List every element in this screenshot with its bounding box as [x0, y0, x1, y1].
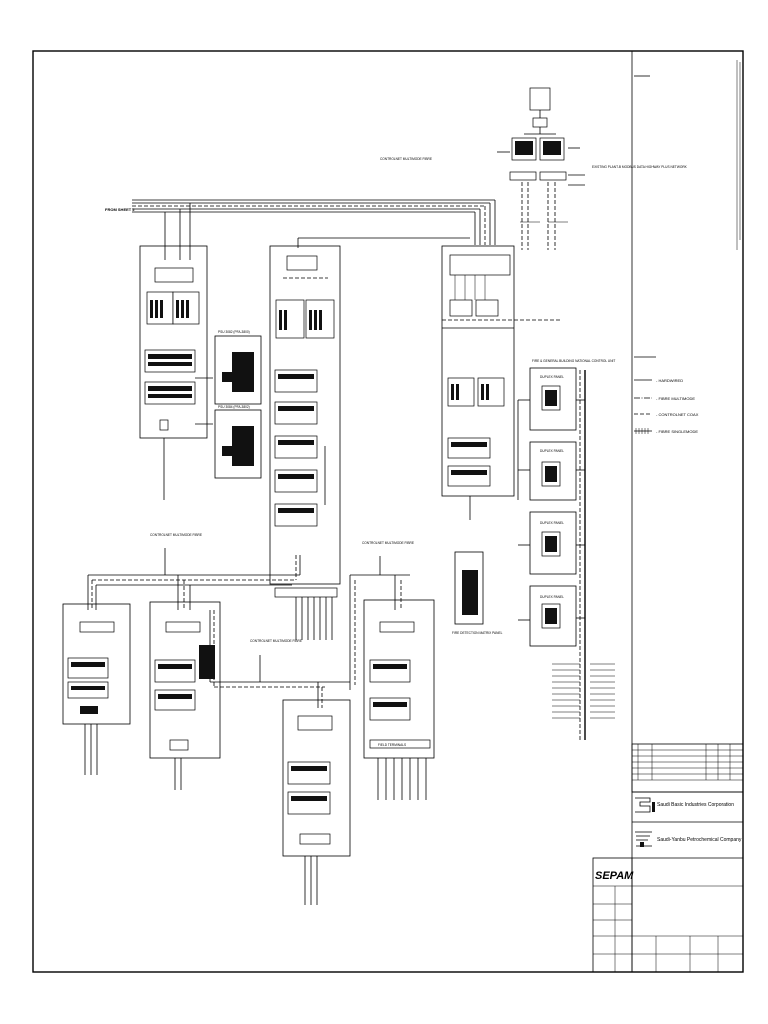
cabinet-7 [363, 599, 435, 800]
io-list [552, 663, 615, 719]
label-duplex-3: DUPLEX PANEL [540, 521, 564, 525]
main-network-bus [132, 182, 568, 250]
cabinet-3 [441, 245, 560, 520]
label-existing-plant: EXISTING PLANT-B MODBUS DATA HIGHWAY PLU… [592, 165, 688, 169]
legend-hardwired: - HARDWIRED [656, 378, 683, 383]
duplex-panels [517, 367, 586, 740]
legend-fibre-singlemode: - FIBRE SINGLEMODE [656, 429, 698, 434]
cabinet-1 [139, 245, 213, 500]
company-yanpet: Saudi-Yanbu Petrochemical Company [657, 837, 742, 843]
cabinet-6 [282, 699, 351, 905]
label-duplex-4: DUPLEX PANEL [540, 595, 564, 599]
label-controlnet-mid: CONTROLNET MULTIMODE FIBRE [150, 533, 202, 537]
cabinet-4 [62, 603, 131, 775]
label-from-sheet: FROM SHEET 2 [105, 207, 135, 212]
label-duplex-2: DUPLEX PANEL [540, 449, 564, 453]
label-psu-b: PSU 3084 (PFA-3802) [218, 405, 250, 409]
label-fire-panel: FIRE & GENERAL BUILDING NATIONAL CONTROL… [532, 359, 615, 363]
fire-matrix-panel [454, 551, 484, 625]
label-psu-a: PSU 3082 (PFA-3800) [218, 330, 250, 334]
label-duplex-1: DUPLEX PANEL [540, 375, 564, 379]
label-controlnet-top: CONTROLNET MULTIMODE FIBRE [380, 157, 432, 161]
label-controlnet-right: CONTROLNET MULTIMODE FIBRE [362, 541, 414, 545]
sepam-brand: SEPAM [595, 870, 634, 882]
label-fire-matrix: FIRE DETECTION MATRIX PANEL [452, 631, 503, 635]
company-sabic: Saudi Basic Industries Corporation [657, 802, 734, 808]
sheet-border [32, 50, 744, 973]
legend-fibre-multimode: - FIBRE MULTIMODE [656, 396, 695, 401]
yanpet-logo [635, 831, 652, 847]
legend-controlnet-coax: - CONTROLNET COAX [656, 412, 699, 417]
label-field-terminals: FIELD TERMINALS [378, 743, 406, 747]
left-drops [164, 203, 191, 260]
lower-network: CONTROLNET MULTIMODE FIBRE CONTROLNET MU… [87, 533, 414, 708]
psu-3084 [214, 409, 262, 479]
revision-notes-column [634, 60, 741, 358]
title-block: Saudi Basic Industries Corporation Saudi… [592, 743, 744, 973]
label-controlnet-low: CONTROLNET MULTIMODE FIBRE [250, 639, 302, 643]
psu-3082 [214, 335, 262, 405]
cabinet-2 [269, 245, 341, 640]
operator-workstations [497, 87, 585, 186]
line-type-legend: - HARDWIRED - FIBRE MULTIMODE - CONTROLN… [634, 378, 699, 434]
sabic-logo [635, 797, 655, 813]
cabinet-5 [149, 601, 221, 790]
